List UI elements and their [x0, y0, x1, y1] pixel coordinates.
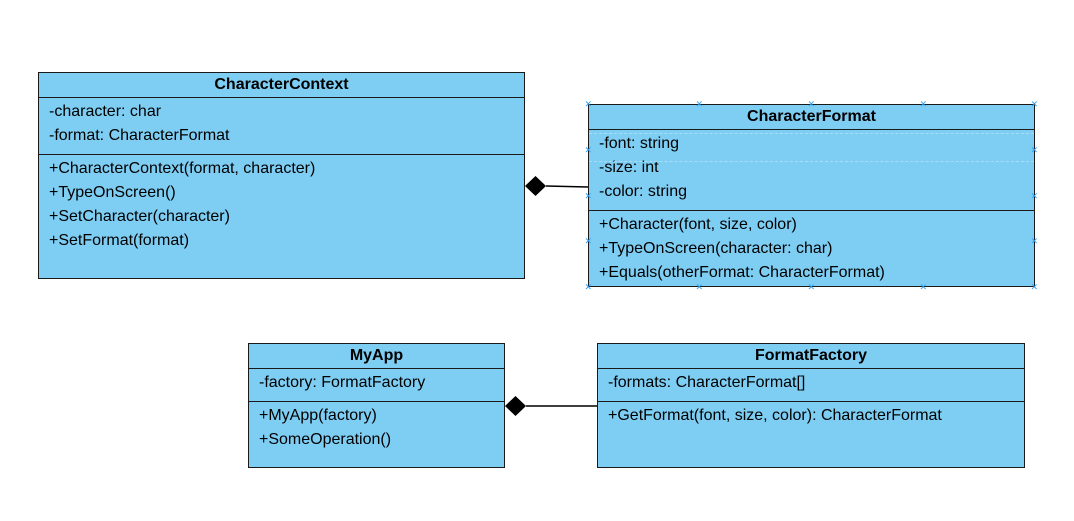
class-character-format[interactable]: CharacterFormat -font: string -size: int…	[588, 104, 1035, 287]
operation[interactable]: +Character(font, size, color)	[599, 216, 797, 233]
composition-diamond-icon	[525, 176, 546, 196]
resize-handle-icon[interactable]: ✕	[584, 98, 593, 109]
attributes-section: -font: string -size: int -color: string	[589, 130, 1034, 211]
resize-handle-icon[interactable]: ✕	[695, 98, 704, 109]
operation[interactable]: +TypeOnScreen(character: char)	[599, 240, 833, 257]
attributes-section: -factory: FormatFactory	[249, 369, 504, 402]
attribute[interactable]: -formats: CharacterFormat[]	[608, 374, 806, 391]
class-character-context[interactable]: CharacterContext -character: char -forma…	[38, 72, 525, 279]
resize-handle-icon[interactable]: ✕	[1030, 281, 1039, 292]
attribute[interactable]: -color: string	[599, 183, 688, 200]
resize-handle-icon[interactable]: ✕	[807, 98, 816, 109]
resize-handle-icon[interactable]: ✕	[584, 190, 593, 201]
attributes-section: -character: char -format: CharacterForma…	[39, 98, 524, 155]
class-my-app[interactable]: MyApp -factory: FormatFactory +MyApp(fac…	[248, 343, 505, 468]
resize-handle-icon[interactable]: ✕	[1030, 235, 1039, 246]
attributes-section: -formats: CharacterFormat[]	[598, 369, 1024, 402]
selection-guide	[589, 161, 1034, 162]
class-name: MyApp	[249, 344, 504, 369]
resize-handle-icon[interactable]: ✕	[1030, 144, 1039, 155]
attribute[interactable]: -factory: FormatFactory	[259, 374, 426, 391]
operation[interactable]: +Equals(otherFormat: CharacterFormat)	[599, 264, 885, 281]
operations-section: +GetFormat(font, size, color): Character…	[598, 402, 1024, 430]
class-name: CharacterContext	[39, 73, 524, 98]
operation[interactable]: +TypeOnScreen()	[49, 184, 176, 201]
resize-handle-icon[interactable]: ✕	[807, 281, 816, 292]
resize-handle-icon[interactable]: ✕	[695, 281, 704, 292]
composition-context-format[interactable]	[525, 176, 589, 196]
composition-diamond-icon	[505, 396, 526, 416]
composition-myapp-factory[interactable]	[505, 396, 597, 416]
resize-handle-icon[interactable]: ✕	[584, 235, 593, 246]
operation[interactable]: +MyApp(factory)	[259, 407, 377, 424]
class-name: FormatFactory	[598, 344, 1024, 369]
resize-handle-icon[interactable]: ✕	[584, 144, 593, 155]
attribute[interactable]: -character: char	[49, 103, 162, 120]
resize-handle-icon[interactable]: ✕	[919, 281, 928, 292]
operation[interactable]: +CharacterContext(format, character)	[49, 160, 316, 177]
class-name: CharacterFormat	[589, 105, 1034, 130]
class-format-factory[interactable]: FormatFactory -formats: CharacterFormat[…	[597, 343, 1025, 468]
operation[interactable]: +SomeOperation()	[259, 431, 392, 448]
attribute[interactable]: -size: int	[599, 159, 659, 176]
operation[interactable]: +SetCharacter(character)	[49, 208, 230, 225]
operations-section: +CharacterContext(format, character) +Ty…	[39, 155, 524, 255]
resize-handle-icon[interactable]: ✕	[919, 98, 928, 109]
operation[interactable]: +GetFormat(font, size, color): Character…	[608, 407, 942, 424]
operations-section: +MyApp(factory) +SomeOperation()	[249, 402, 504, 454]
operation[interactable]: +SetFormat(format)	[49, 232, 190, 249]
attribute[interactable]: -font: string	[599, 135, 680, 152]
attribute[interactable]: -format: CharacterFormat	[49, 127, 230, 144]
resize-handle-icon[interactable]: ✕	[584, 281, 593, 292]
selection-guide	[589, 133, 1034, 134]
association-line[interactable]	[545, 185, 589, 188]
resize-handle-icon[interactable]: ✕	[1030, 98, 1039, 109]
resize-handle-icon[interactable]: ✕	[1030, 190, 1039, 201]
operations-section: +Character(font, size, color) +TypeOnScr…	[589, 211, 1034, 287]
